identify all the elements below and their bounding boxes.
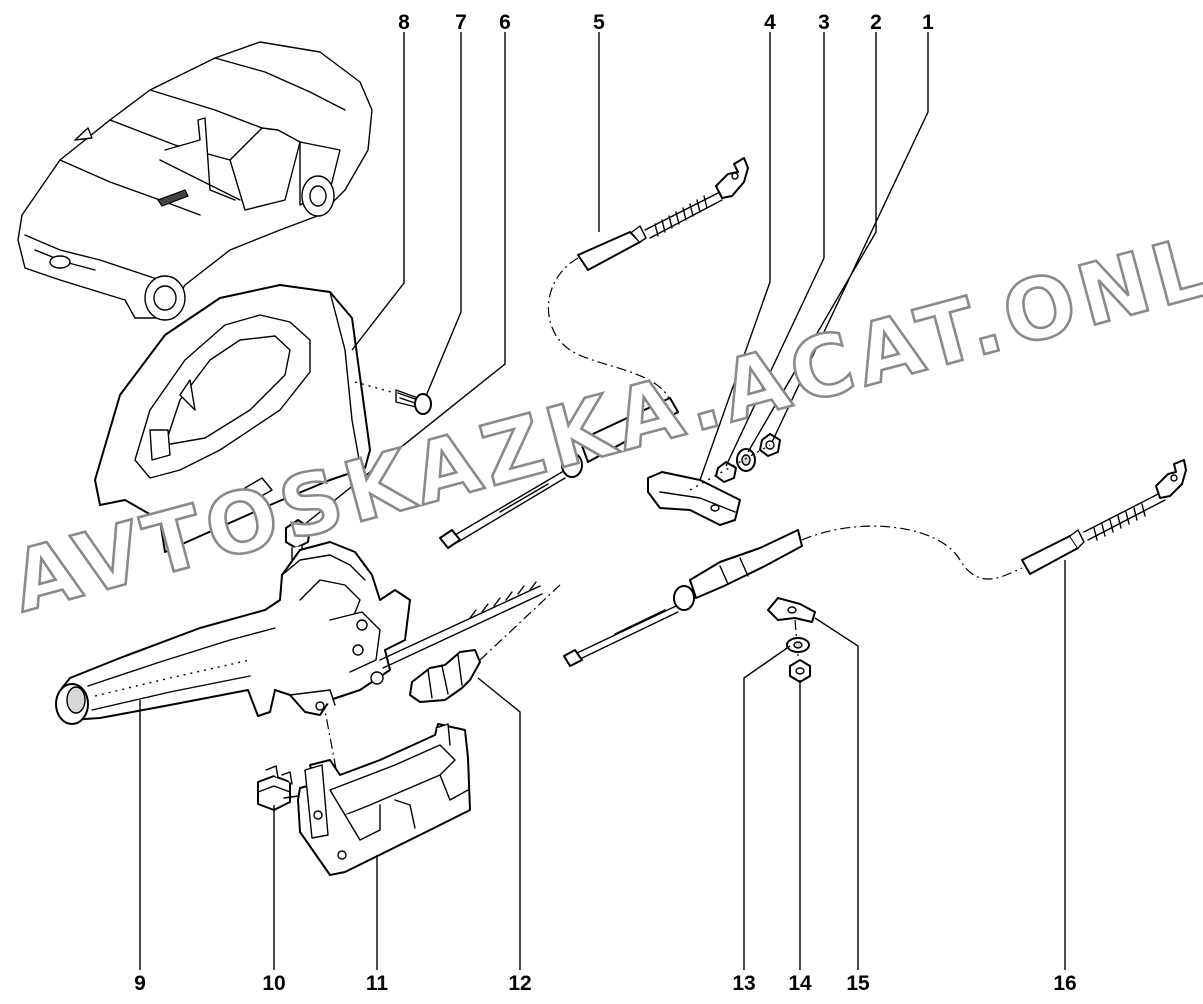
lever-cover-part [94,284,371,553]
callout-label-2: 2 [870,11,882,34]
upper-cable-part [439,157,749,549]
callout-label-6: 6 [499,11,511,34]
callout-label-15: 15 [846,972,870,995]
brake-lever-part [55,541,543,725]
callout-label-12: 12 [508,972,531,995]
boot-part [409,584,561,703]
callout-label-13: 13 [732,972,755,995]
callout-label-3: 3 [818,11,830,34]
callout-label-16: 16 [1053,972,1076,995]
callout-label-9: 9 [134,972,146,995]
clip-washer-nut-part [767,597,816,683]
callout-label-4: 4 [764,11,776,34]
callout-label-10: 10 [262,972,285,995]
bracket-part [297,723,471,876]
equalizer-part [647,433,781,526]
callout-label-5: 5 [593,11,605,34]
callout-label-1: 1 [922,11,934,34]
car-thumbnail [17,41,373,321]
callout-label-8: 8 [398,11,410,34]
callout-label-11: 11 [366,972,389,995]
screw-part [354,381,432,415]
lower-cable-part [563,459,1187,667]
leader-lines [139,32,1066,970]
switch-part [257,765,299,811]
callout-numbers: 1 2 3 4 5 6 7 8 9 10 11 12 13 14 15 16 [134,11,1077,995]
callout-label-14: 14 [788,972,812,995]
callout-label-7: 7 [455,11,467,34]
